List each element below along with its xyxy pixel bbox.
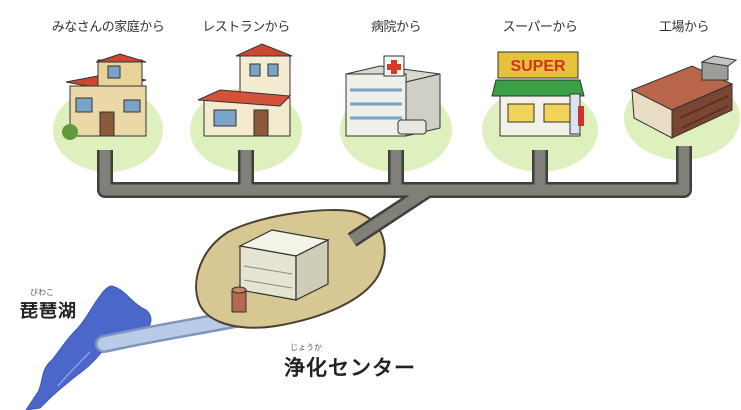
factory-label: 工場から <box>658 20 710 35</box>
plant-name: 浄化センター <box>284 356 416 380</box>
pipe-network <box>97 146 692 247</box>
factory-icon <box>630 55 738 139</box>
hospital-label: 病院から <box>370 20 422 35</box>
house-icon <box>62 53 147 140</box>
restaurant-label: レストランから <box>202 20 290 35</box>
lake-reading: びわこ <box>30 288 54 297</box>
supermarket-icon: SUPER <box>491 51 585 137</box>
supermarket-label: スーパーから <box>502 20 578 35</box>
hospital-icon <box>345 55 441 137</box>
lake-name: 琵琶湖 <box>20 301 77 322</box>
supermarket-sign-text: SUPER <box>510 58 566 75</box>
lake-biwa-ridge <box>57 351 91 387</box>
home-label: みなさんの家庭から <box>51 20 165 35</box>
purification-plant-building <box>231 229 330 313</box>
restaurant-icon <box>197 43 293 137</box>
plant-reading: じょうか <box>290 343 322 352</box>
